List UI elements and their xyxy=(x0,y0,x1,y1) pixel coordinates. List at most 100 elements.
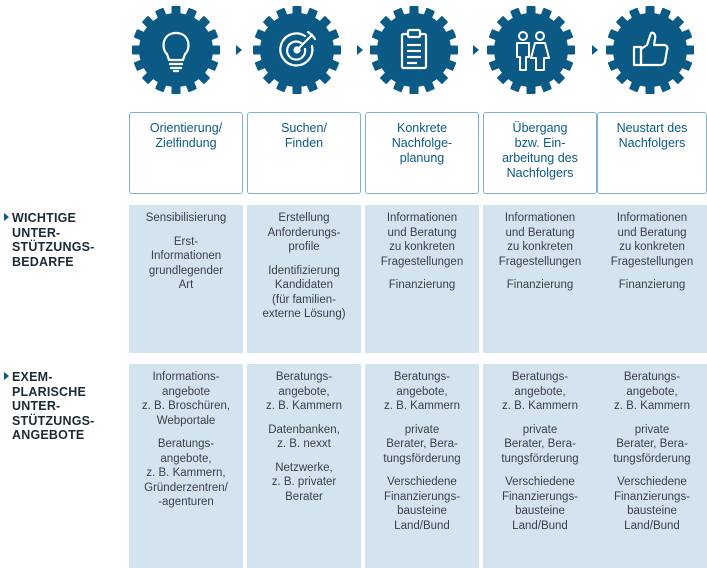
gear-shape xyxy=(253,6,341,94)
gear-tooth xyxy=(393,79,405,93)
cell-text: Netzwerke, z. B. privater Berater xyxy=(271,461,337,503)
row-label-line: WICHTIGE xyxy=(12,211,77,225)
gear-tooth xyxy=(326,59,340,71)
cell-bedarfe-uebergang: Informationen und Beratung zu konkreten … xyxy=(483,205,597,353)
phase-label: Orientierung/ Zielfindung xyxy=(149,121,223,150)
phase-label: Neustart des Nachfolgers xyxy=(616,121,688,150)
arrow-icon xyxy=(236,45,242,55)
triangle-icon xyxy=(4,213,9,221)
gear-shape xyxy=(132,6,220,94)
cell-text: private Berater, Bera- tungsförderung xyxy=(383,423,461,465)
gear-tooth xyxy=(510,79,522,93)
gear-tooth xyxy=(276,79,288,93)
gear-tooth xyxy=(488,59,502,71)
phase-label: Konkrete Nachfolge- planung xyxy=(391,121,453,165)
gear-tooth xyxy=(497,16,510,29)
cell-text: Beratungs- angebote, z. B. Kammern xyxy=(383,371,461,412)
gear-tooth xyxy=(142,71,155,84)
row-label-line: UNTER- xyxy=(12,225,61,240)
cell-angebote-konkrete: Beratungs- angebote, z. B. Kammern priva… xyxy=(365,364,479,568)
gear-tooth xyxy=(133,59,147,71)
cell-text: Identifizierung Kandidaten (für familien… xyxy=(262,264,346,321)
gear-tooth xyxy=(616,71,629,84)
cell-bedarfe-orientierung: Sensibilisierung Erst- Informationen gru… xyxy=(129,205,243,353)
gear-tooth xyxy=(210,45,220,55)
gear-tooth xyxy=(488,29,502,41)
phase-box-neustart: Neustart des Nachfolgers xyxy=(597,112,707,194)
target-icon xyxy=(279,30,317,67)
gear-uebergang xyxy=(485,4,577,96)
gear-tooth xyxy=(560,59,574,71)
row-label-line: PLARISCHE xyxy=(12,384,87,399)
gear-tooth xyxy=(155,7,167,21)
row-label-line: BEDARFE xyxy=(12,254,74,269)
gear-tooth xyxy=(371,59,385,71)
gear-tooth xyxy=(423,7,435,21)
cell-text: Beratungs- angebote, z. B. Kammern, Grün… xyxy=(144,438,228,508)
gear-tooth xyxy=(292,84,302,94)
gear-tooth xyxy=(565,45,575,55)
gear-tooth xyxy=(443,59,457,71)
phase-box-uebergang: Übergang bzw. Ein- arbeitung des Nachfol… xyxy=(483,112,597,194)
gear-tooth xyxy=(276,7,288,21)
cell-text: private Berater, Bera- tungsförderung xyxy=(613,423,691,465)
cell-text: Verschiedene Finanzierungs- bausteine La… xyxy=(613,476,691,532)
gear-tooth xyxy=(607,29,621,41)
gear-tooth xyxy=(306,79,318,93)
gear-tooth xyxy=(306,7,318,21)
cell-text: Informationen und Beratung zu konkreten … xyxy=(380,212,464,268)
cell-text: Beratungs- angebote, z. B. Kammern xyxy=(265,371,343,412)
cell-angebote-suchen: Beratungs- angebote, z. B. Kammern Daten… xyxy=(247,364,361,568)
row-label-bedarfe: WICHTIGE UNTER- STÜTZUNGS- BEDARFE xyxy=(4,211,95,269)
gear-tooth xyxy=(185,7,197,21)
row-label-line: STÜTZUNGS- xyxy=(12,240,95,254)
gear-tooth xyxy=(331,45,341,55)
gear-tooth xyxy=(607,59,621,71)
gear-tooth xyxy=(263,71,276,84)
gear-tooth xyxy=(326,29,340,41)
row-label-line: STÜTZUNGS- xyxy=(12,413,95,428)
gear-tooth xyxy=(263,16,276,29)
gear-tooth xyxy=(606,45,616,55)
gear-tooth xyxy=(171,6,181,16)
cell-text: Erstellung Anforderungs- profile xyxy=(267,212,341,253)
lightbulb-icon xyxy=(162,31,190,73)
gear-tooth xyxy=(205,59,219,71)
gear-shape xyxy=(370,6,458,94)
gear-tooth xyxy=(318,16,331,29)
gear-tooth xyxy=(254,59,268,71)
phase-box-konkrete: Konkrete Nachfolge- planung xyxy=(365,112,479,194)
gear-tooth xyxy=(540,79,552,93)
gear-tooth xyxy=(380,16,393,29)
gear-tooth xyxy=(629,7,641,21)
gear-tooth xyxy=(552,16,565,29)
cell-text: Beratungs- angebote, z. B. Kammern xyxy=(613,371,691,412)
gear-konkrete xyxy=(368,4,460,96)
people-icon xyxy=(516,31,550,71)
gear-tooth xyxy=(659,7,671,21)
row-label-line: EXEM- xyxy=(12,370,53,384)
gear-tooth xyxy=(393,7,405,21)
thumbs-up-icon xyxy=(632,31,669,67)
cell-text: Finanzierung xyxy=(388,279,456,291)
gear-suchen xyxy=(251,4,343,96)
cell-text: Beratungs- angebote, z. B. Kammern xyxy=(501,371,579,412)
gear-tooth xyxy=(185,79,197,93)
cell-text: Informations- angebote z. B. Broschüren,… xyxy=(141,371,231,427)
gear-tooth xyxy=(133,29,147,41)
gear-tooth xyxy=(526,6,536,16)
gear-tooth xyxy=(371,29,385,41)
gear-neustart xyxy=(604,4,696,96)
gear-tooth xyxy=(684,45,694,55)
gear-tooth xyxy=(171,84,181,94)
gear-tooth xyxy=(132,45,142,55)
gear-tooth xyxy=(526,84,536,94)
gear-tooth xyxy=(205,29,219,41)
gear-tooth xyxy=(254,29,268,41)
cell-text: Verschiedene Finanzierungs- bausteine La… xyxy=(383,476,461,532)
row-label-angebote: EXEM- PLARISCHE UNTER- STÜTZUNGS- ANGEBO… xyxy=(4,370,95,443)
gear-tooth xyxy=(616,16,629,29)
gear-tooth xyxy=(423,79,435,93)
arrow-icon xyxy=(357,45,363,55)
cell-bedarfe-konkrete: Informationen und Beratung zu konkreten … xyxy=(365,205,479,353)
